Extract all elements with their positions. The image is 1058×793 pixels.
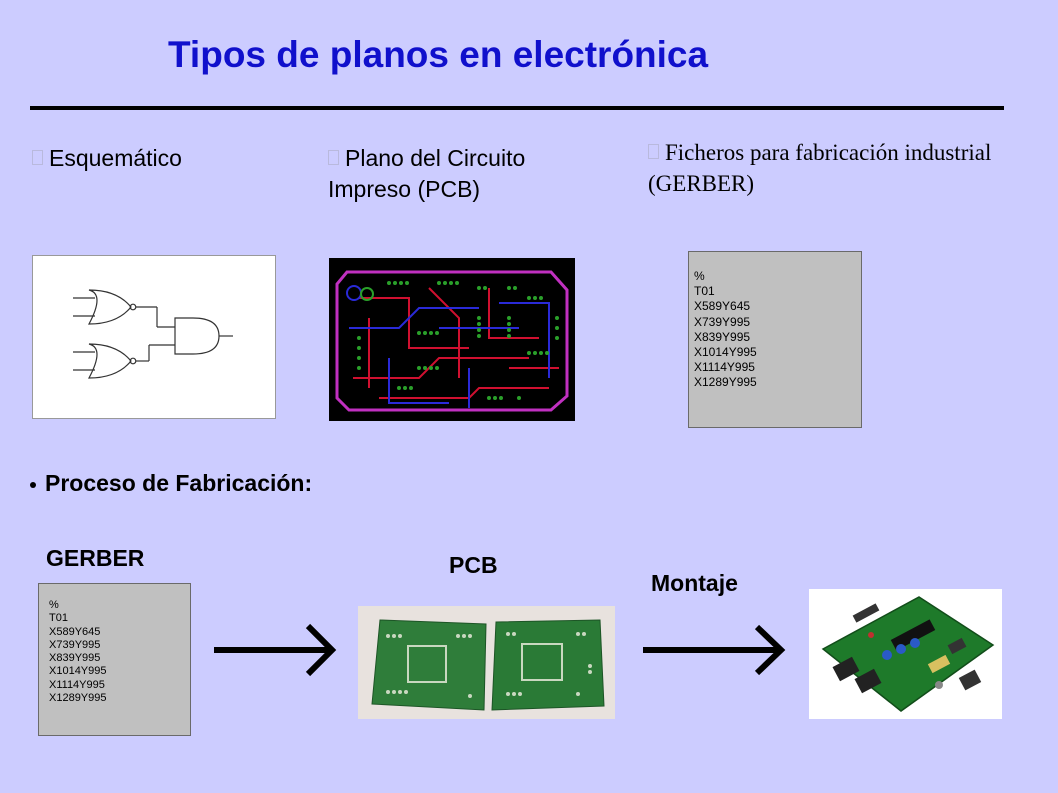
gerber-line: X589Y645 bbox=[49, 625, 101, 638]
gerber-file-preview-process: % T01 X589Y645 X739Y995 X839Y995 X1014Y9… bbox=[38, 583, 191, 736]
page-title: Tipos de planos en electrónica bbox=[168, 34, 709, 75]
pcb-layout-image bbox=[329, 258, 575, 421]
bullet-label: Ficheros para fabricación industrial (GE… bbox=[648, 140, 992, 196]
logic-gate-schematic-icon bbox=[73, 289, 233, 379]
gerber-line: X739Y995 bbox=[694, 314, 751, 329]
bullet-esquematico: Esquemático bbox=[32, 143, 182, 174]
bullet-marker bbox=[328, 150, 339, 165]
bullet-marker bbox=[32, 150, 43, 165]
step-label-montaje: Montaje bbox=[651, 570, 738, 596]
assembled-board-photo bbox=[809, 589, 1002, 719]
gerber-line: T01 bbox=[49, 612, 68, 625]
step-label-gerber: GERBER bbox=[46, 545, 145, 571]
gerber-line: X1289Y995 bbox=[694, 375, 757, 390]
gerber-line: X589Y645 bbox=[694, 299, 751, 314]
gerber-file-preview: % T01 X589Y645 X739Y995 X839Y995 X1014Y9… bbox=[688, 251, 862, 428]
gerber-line: X1114Y995 bbox=[49, 678, 105, 691]
bullet-label: Plano del Circuito Impreso (PCB) bbox=[328, 145, 526, 202]
bullet-marker bbox=[648, 144, 659, 159]
gerber-line: X1014Y995 bbox=[694, 345, 757, 360]
gerber-line: X839Y995 bbox=[49, 652, 101, 665]
gerber-line: % bbox=[49, 599, 59, 611]
step-label-pcb: PCB bbox=[449, 552, 498, 578]
gerber-line: X839Y995 bbox=[694, 329, 751, 344]
gerber-line: X1289Y995 bbox=[49, 692, 107, 705]
bullet-gerber-files: Ficheros para fabricación industrial (GE… bbox=[648, 137, 1008, 199]
bullet-label: Esquemático bbox=[49, 145, 182, 171]
bare-pcb-photo bbox=[358, 606, 615, 719]
process-heading-text: Proceso de Fabricación: bbox=[45, 470, 313, 496]
title-divider bbox=[30, 106, 1004, 110]
right-arrow-icon bbox=[643, 624, 786, 676]
gerber-line: X1014Y995 bbox=[49, 665, 107, 678]
schematic-image bbox=[32, 255, 276, 419]
bullet-dot bbox=[30, 482, 36, 488]
gerber-line: X739Y995 bbox=[49, 638, 101, 651]
gerber-line: X1114Y995 bbox=[694, 360, 755, 375]
right-arrow-icon bbox=[214, 623, 337, 677]
gerber-line: T01 bbox=[694, 284, 715, 299]
process-heading: Proceso de Fabricación: bbox=[30, 470, 312, 497]
gerber-line: % bbox=[694, 269, 705, 283]
bullet-pcb-plan: Plano del Circuito Impreso (PCB) bbox=[328, 143, 608, 205]
